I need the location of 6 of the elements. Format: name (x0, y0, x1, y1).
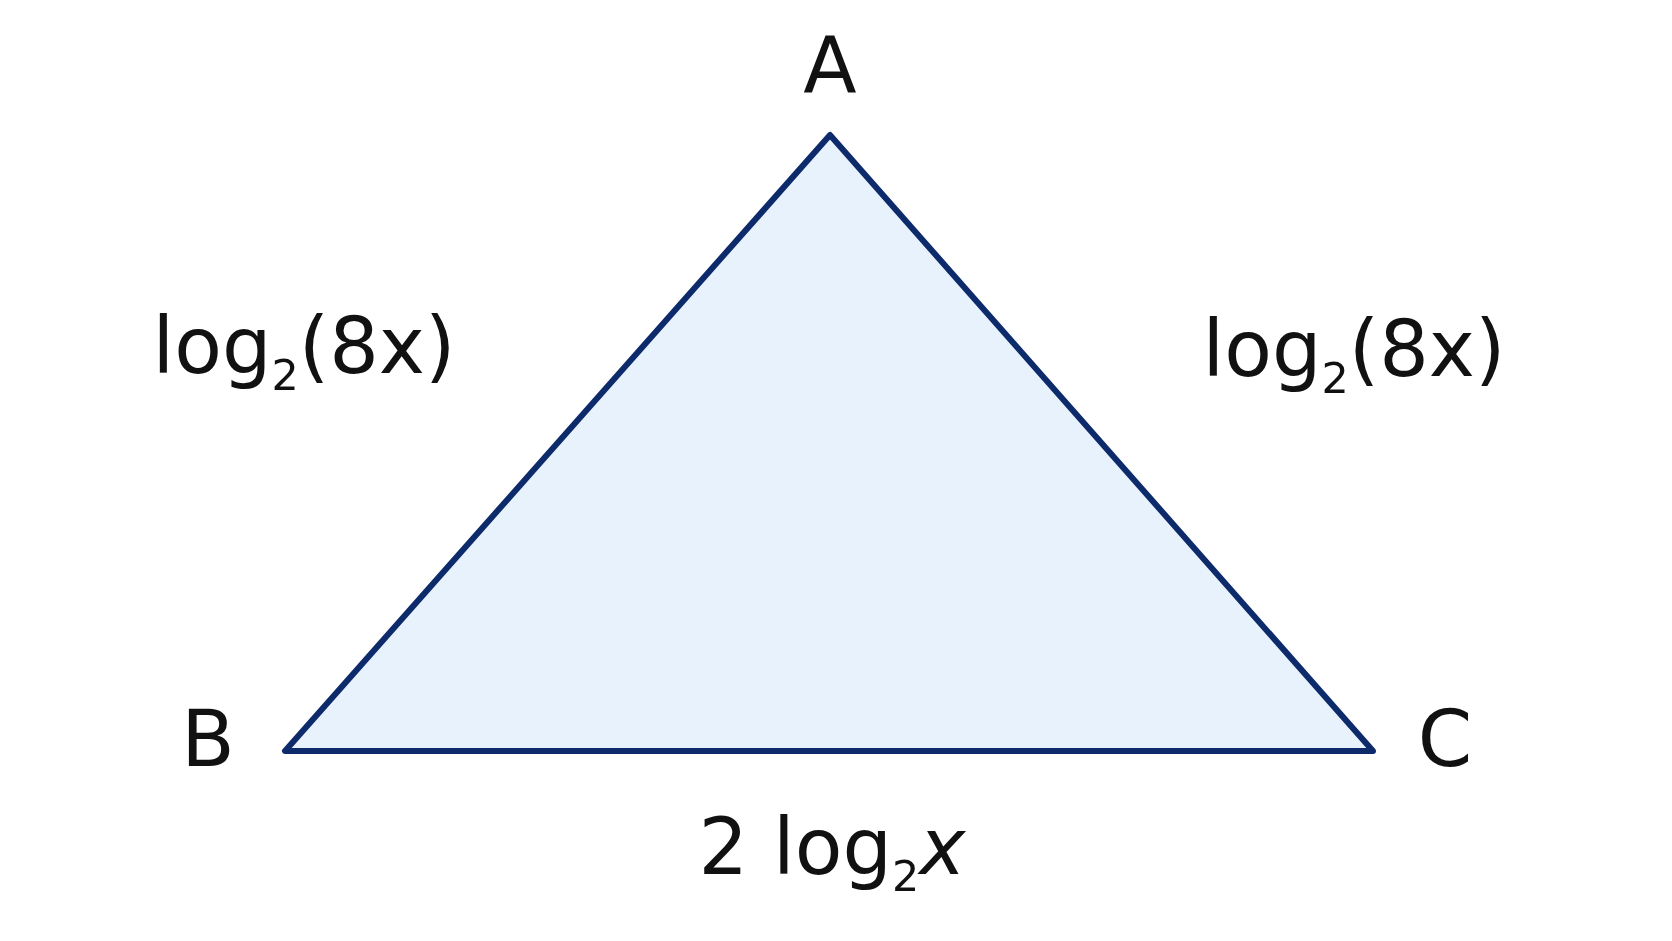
side-length-label: log$_{2}$(8x) (1202, 310, 1506, 400)
side-length-label: 2 log$_{2}$x (698, 808, 966, 898)
vertex-label: C (1417, 700, 1473, 778)
vertex-label: B (181, 700, 235, 778)
vertex-label: A (803, 27, 857, 105)
side-length-label: log$_{2}$(8x) (152, 307, 456, 397)
